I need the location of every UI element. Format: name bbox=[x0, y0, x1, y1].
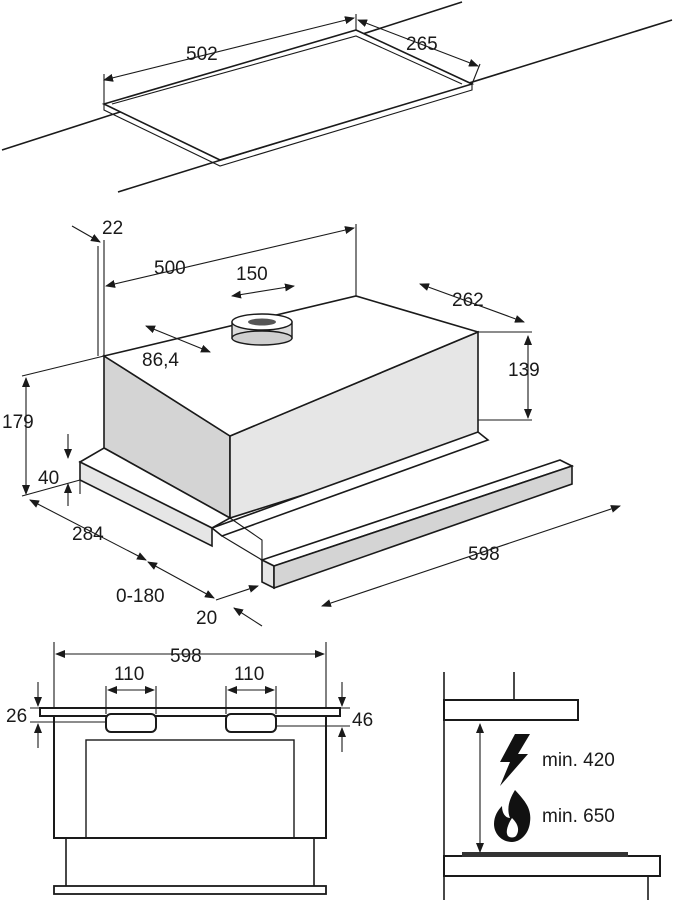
right-air-slot bbox=[225, 713, 277, 733]
outlet-diameter-dimension bbox=[231, 283, 295, 299]
cutout-width-dimension bbox=[103, 16, 355, 82]
outlet-diameter-label: 150 bbox=[236, 264, 268, 285]
front-offset-label: 20 bbox=[196, 608, 217, 629]
cutout-width-label: 502 bbox=[186, 44, 218, 65]
clearance-view: min. 420 min. 650 bbox=[443, 672, 661, 900]
body-width-label: 500 bbox=[154, 258, 186, 279]
front-view-width-label: 598 bbox=[170, 646, 202, 667]
gas-clearance-label: min. 650 bbox=[542, 806, 615, 827]
depth-label: 284 bbox=[72, 524, 104, 545]
depth-dimension bbox=[29, 499, 147, 561]
left-air-slot bbox=[105, 713, 157, 733]
front-offset-arrow-b bbox=[233, 607, 263, 627]
cutout-view: 502 265 bbox=[1, 1, 673, 193]
lightning-icon bbox=[500, 734, 530, 786]
left-slot-label: 110 bbox=[114, 664, 144, 685]
right-slot-label: 110 bbox=[234, 664, 264, 685]
electric-clearance-label: min. 420 bbox=[542, 750, 615, 771]
cutout-depth-label: 265 bbox=[406, 34, 438, 55]
front-height-label: 40 bbox=[38, 468, 59, 489]
body-width-dimension bbox=[105, 226, 355, 288]
front-width-label: 598 bbox=[468, 544, 500, 565]
air-outlet bbox=[231, 313, 293, 346]
body-depth-dimension bbox=[419, 283, 525, 323]
front-offset-arrow-a bbox=[215, 585, 259, 601]
body-height-label: 139 bbox=[508, 360, 540, 381]
extension-label: 0-180 bbox=[116, 586, 165, 607]
hood-view: 22 500 150 86,4 262 139 179 40 284 0-180… bbox=[2, 218, 621, 629]
extension-dimension bbox=[147, 561, 215, 599]
flame-icon bbox=[494, 790, 531, 842]
outlet-offset-label: 86,4 bbox=[142, 350, 179, 371]
rear-offset-label: 22 bbox=[102, 218, 123, 239]
right-height-label: 46 bbox=[352, 710, 373, 731]
outlet-offset-dimension bbox=[145, 325, 211, 353]
body-depth-label: 262 bbox=[452, 290, 484, 311]
rear-offset-dimension bbox=[71, 225, 101, 243]
cutout-depth-dimension bbox=[357, 19, 479, 67]
total-height-label: 179 bbox=[2, 412, 34, 433]
front-width-dimension bbox=[321, 505, 621, 607]
left-height-label: 26 bbox=[6, 706, 27, 727]
front-view: 598 110 110 26 46 bbox=[6, 642, 373, 895]
